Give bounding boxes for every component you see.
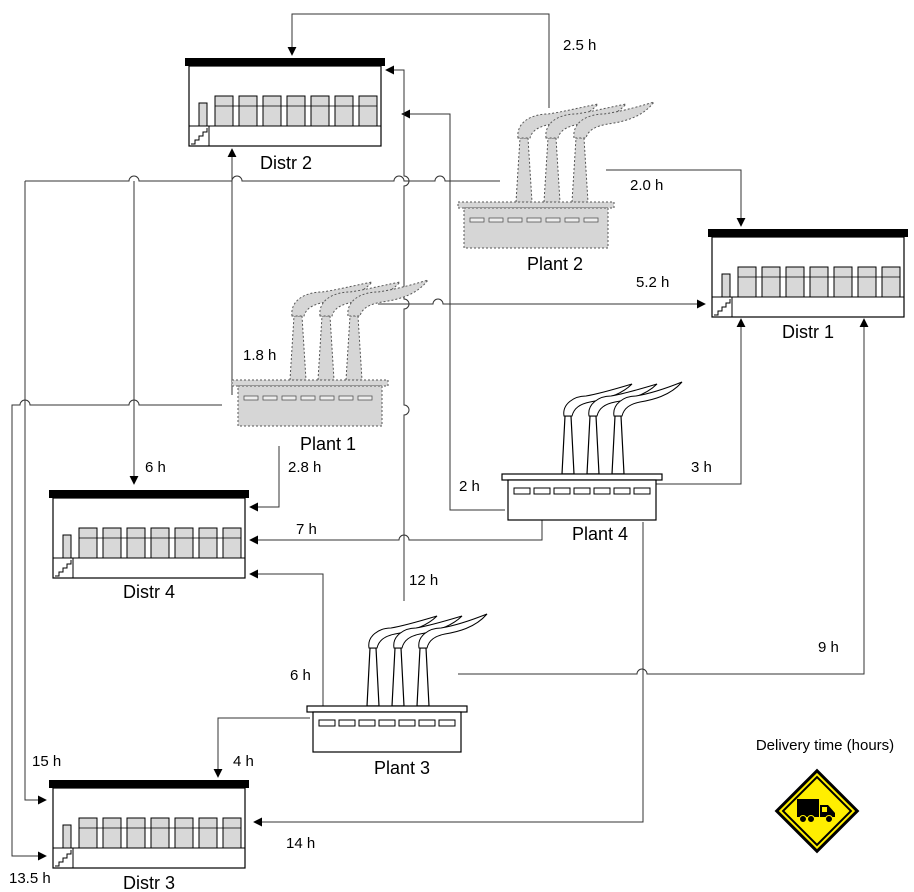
label-p1-d2: 1.8 h <box>243 347 276 364</box>
route-plant4-distr3 <box>254 522 643 822</box>
label-p4-d4: 7 h <box>296 521 317 538</box>
truck-warning-sign-icon <box>775 769 860 854</box>
label-p3-d2: 12 h <box>409 572 438 589</box>
label-p3-d3: 4 h <box>233 753 254 770</box>
distr4-warehouse <box>49 490 249 578</box>
distr3-label: Distr 3 <box>123 873 175 892</box>
route-plant3-distr4 <box>250 574 323 706</box>
route-plant4-distr2 <box>402 114 505 510</box>
plant2-label: Plant 2 <box>527 254 583 274</box>
label-p4-d1: 3 h <box>691 459 712 476</box>
plant3-factory <box>307 614 487 752</box>
route-plant2-distr3 <box>25 181 46 800</box>
label-p2-d1: 2.0 h <box>630 177 663 194</box>
label-p2-d2: 2.5 h <box>563 37 596 54</box>
distr2-warehouse <box>185 58 385 146</box>
route-plant4-distr4 <box>250 520 542 540</box>
legend-title: Delivery time (hours) <box>756 737 894 754</box>
route-plant1-distr4 <box>250 446 279 507</box>
label-p4-d2: 2 h <box>459 478 480 495</box>
distr3-warehouse <box>49 780 249 868</box>
route-plant3-distr2 <box>386 70 409 601</box>
label-p2-d3: 15 h <box>32 753 61 770</box>
plant2-factory <box>458 102 654 248</box>
route-plant2-distr1 <box>606 170 741 226</box>
plant4-label: Plant 4 <box>572 524 628 544</box>
distr4-label: Distr 4 <box>123 582 175 602</box>
label-p1-d4: 2.8 h <box>288 459 321 476</box>
label-p4-d3: 14 h <box>286 835 315 852</box>
label-p1-d3: 13.5 h <box>9 870 51 887</box>
plant4-factory <box>502 382 682 520</box>
label-p3-d4: 6 h <box>290 667 311 684</box>
distr2-label: Distr 2 <box>260 153 312 173</box>
plant3-label: Plant 3 <box>374 758 430 778</box>
distr1-label: Distr 1 <box>782 322 834 342</box>
plant1-label: Plant 1 <box>300 434 356 454</box>
label-p1-d1: 5.2 h <box>636 274 669 291</box>
label-p2-d4: 6 h <box>145 459 166 476</box>
route-plant3-distr3 <box>218 718 310 777</box>
label-p3-d1: 9 h <box>818 639 839 656</box>
route-plant1-distr1 <box>378 299 705 304</box>
route-plant2-distr4 <box>25 176 500 484</box>
distr1-warehouse <box>708 229 908 317</box>
